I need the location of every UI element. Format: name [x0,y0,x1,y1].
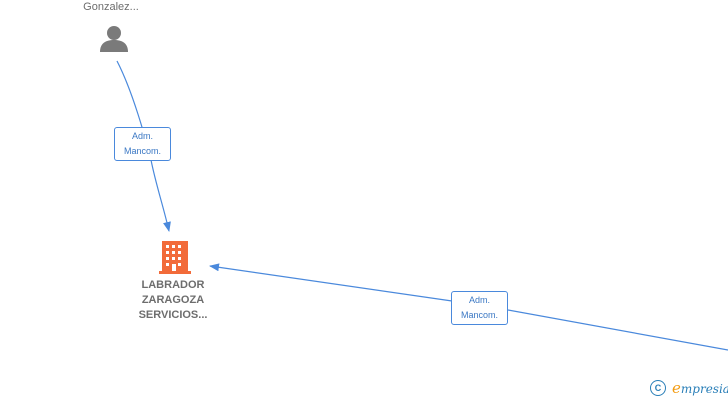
edge-offscreen-to-company [210,266,728,351]
person-node-label[interactable]: Gonzalez... [83,1,139,13]
company-label-line-2: ZARAGOZA [141,294,205,306]
edge-label-line: Adm. [131,131,153,141]
building-icon[interactable] [159,241,191,274]
brand-logo: empresia [672,379,728,397]
company-node-label[interactable]: LABRADOR ZARAGOZA SERVICIOS... [118,278,228,323]
empresia-watermark: C empresia [650,379,728,397]
company-label-line-3: SERVICIOS... [138,309,208,321]
brand-initial: e [672,379,681,397]
edge-label-person-company: Adm. Mancom. [114,127,171,161]
edge-label-line: Mancom. [123,146,161,156]
edge-label-offscreen-company: Adm. Mancom. [451,291,508,325]
copyright-icon: C [650,380,666,396]
person-icon[interactable] [100,26,128,52]
brand-rest: mpresia [680,382,728,396]
edge-label-line: Adm. [468,295,490,305]
edge-label-line: Mancom. [460,310,498,320]
company-label-line-1: LABRADOR [141,279,205,291]
